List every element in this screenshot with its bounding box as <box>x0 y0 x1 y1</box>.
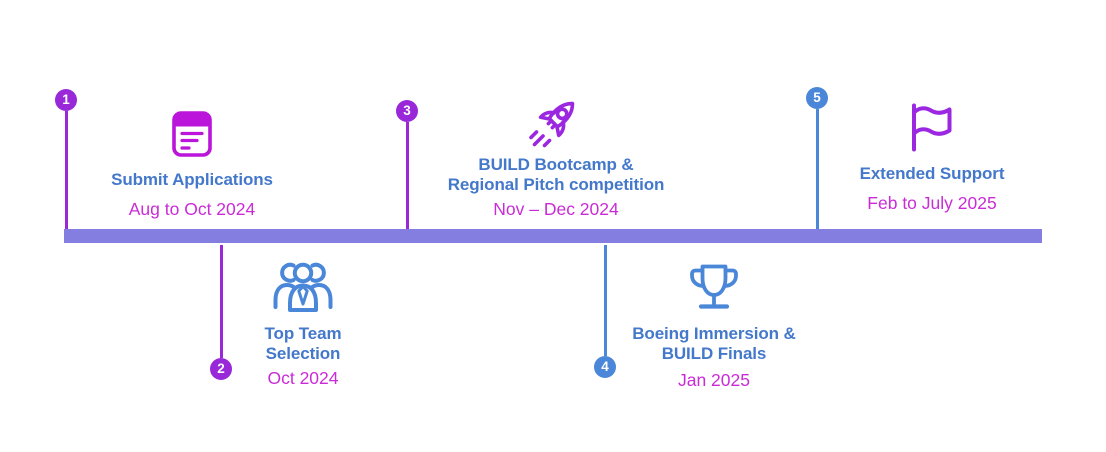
timeline-bar <box>64 229 1042 243</box>
marker-stem-3 <box>405 122 409 229</box>
milestone-column-5: Extended Support Feb to July 2025 <box>792 102 1072 213</box>
marker-stem-1 <box>64 111 68 229</box>
marker-number: 1 <box>62 92 70 108</box>
marker-stem-4 <box>603 245 607 356</box>
rocket-icon <box>529 101 575 148</box>
marker-number: 4 <box>601 359 609 375</box>
milestone-date: Oct 2024 <box>267 368 339 388</box>
milestone-column-1: Submit Applications Aug to Oct 2024 <box>52 111 332 219</box>
team-icon <box>273 262 333 312</box>
milestone-date: Aug to Oct 2024 <box>128 199 256 219</box>
milestone-column-4: Boeing Immersion & BUILD Finals Jan 2025 <box>574 261 854 390</box>
milestone-marker-3: 3 <box>396 100 418 122</box>
note-icon <box>172 111 212 157</box>
milestone-marker-5: 5 <box>806 87 828 109</box>
marker-number: 3 <box>403 103 411 119</box>
milestone-date: Jan 2025 <box>677 370 750 390</box>
milestone-date: Feb to July 2025 <box>867 193 997 213</box>
milestone-marker-1: 1 <box>55 89 77 111</box>
milestone-title: Top Team Selection <box>264 324 342 363</box>
milestone-title: Extended Support <box>859 164 1005 183</box>
milestone-column-2: Top Team Selection Oct 2024 <box>163 257 443 388</box>
milestone-title: BUILD Bootcamp & Regional Pitch competit… <box>447 155 665 194</box>
milestone-marker-4: 4 <box>594 356 616 378</box>
milestone-title: Boeing Immersion & BUILD Finals <box>632 324 796 363</box>
marker-number: 2 <box>217 361 225 377</box>
marker-stem-5 <box>815 109 819 229</box>
flag-icon <box>912 103 952 152</box>
milestone-marker-2: 2 <box>210 358 232 380</box>
milestone-column-3: BUILD Bootcamp & Regional Pitch competit… <box>416 94 696 219</box>
trophy-icon <box>690 264 738 309</box>
marker-number: 5 <box>813 90 821 106</box>
milestone-title: Submit Applications <box>111 170 273 189</box>
milestone-date: Nov – Dec 2024 <box>493 199 619 219</box>
marker-stem-2 <box>219 245 223 358</box>
